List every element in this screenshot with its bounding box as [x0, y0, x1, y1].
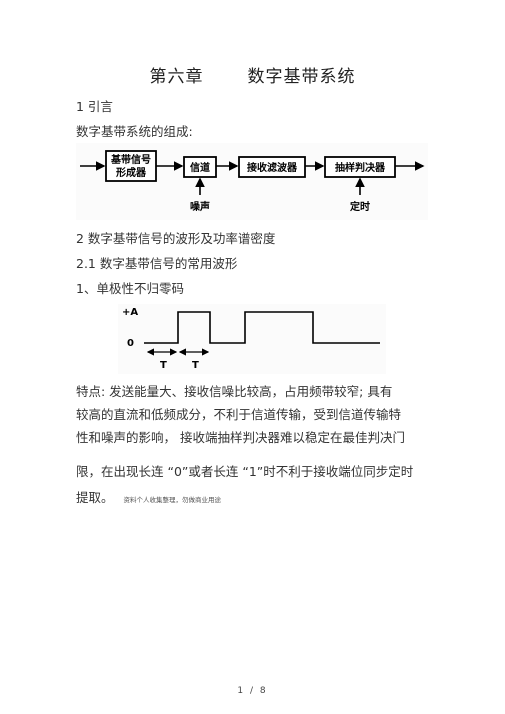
features-line-3: 性和噪声的影响， 接收端抽样判决器难以稳定在最佳判决门: [76, 430, 405, 445]
copyright-note: 资料个人收集整理，勿做商业用途: [123, 496, 222, 504]
section-2-1-heading: 2.1 数字基带信号的常用波形: [76, 256, 238, 271]
unipolar-nrz-waveform: +A 0 T T: [118, 304, 386, 374]
receive-filter-block: [238, 156, 306, 178]
timing-label: 定时: [350, 200, 370, 213]
period-label-1: T: [160, 360, 167, 371]
channel-block: [183, 156, 217, 178]
page-title: 第六章 数字基带系统: [0, 62, 505, 87]
features-line-5: 提取。 资料个人收集整理，勿做商业用途: [76, 487, 221, 506]
sampler-decision-block: [324, 156, 396, 178]
features-ending: 提取。: [76, 490, 114, 505]
section-2-heading: 2 数字基带信号的波形及功率谱密度: [76, 231, 276, 246]
former-label-1: 基带信号: [110, 153, 151, 166]
chapter-name: 数字基带系统: [247, 67, 356, 87]
former-block: [105, 150, 157, 182]
section-1-text: 数字基带系统的组成:: [76, 124, 193, 139]
baseband-system-diagram: 基带信号 形成器 信道 噪声 接收滤波器 抽样判决器 定时: [76, 143, 428, 220]
receive-filter-label: 接收滤波器: [247, 161, 298, 174]
subsection-unipolar-nrz: 1、单极性不归零码: [76, 281, 184, 296]
former-label-2: 形成器: [116, 166, 147, 179]
features-line-4: 限，在出现长连 “0”或者长连 “1”时不利于接收端位同步定时: [76, 464, 414, 479]
zero-label: 0: [127, 338, 134, 349]
features-line-2: 较高的直流和低频成分，不利于信道传输，受到信道传输特: [76, 407, 402, 422]
noise-label: 噪声: [190, 200, 210, 213]
chapter-number: 第六章: [149, 67, 204, 87]
features-line-1: 特点: 发送能量大、接收信噪比较高，占用频带较窄; 具有: [76, 384, 393, 399]
section-1-heading: 1 引言: [76, 99, 113, 114]
channel-label: 信道: [190, 161, 210, 174]
waveform-line: [144, 311, 380, 344]
amplitude-label: +A: [122, 307, 138, 318]
sampler-decision-label: 抽样判决器: [335, 161, 386, 174]
period-label-2: T: [192, 360, 199, 371]
page-number: 1 / 8: [237, 686, 268, 696]
